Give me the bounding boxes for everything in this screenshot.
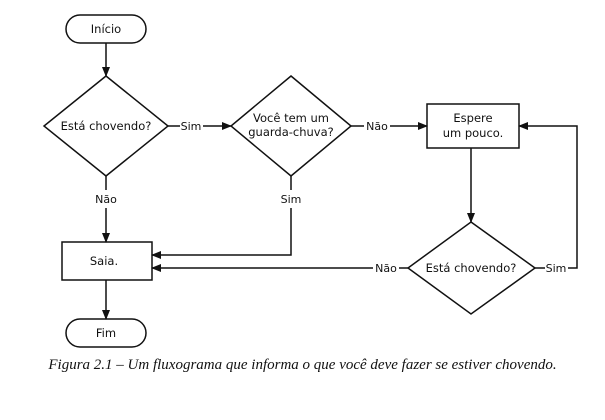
raining2-yes-label: Sim (546, 262, 567, 275)
wait-box-label-line2: um pouco. (443, 126, 504, 140)
raining1-no-label: Não (95, 193, 117, 206)
raining-decision-2-label: Está chovendo? (426, 261, 517, 275)
umbrella-decision-label-line1: Você tem um (253, 111, 329, 125)
end-label: Fim (96, 326, 116, 340)
start-label: Início (91, 22, 121, 36)
raining-decision-1-label: Está chovendo? (61, 119, 152, 133)
umbrella-decision-label-line2: guarda-chuva? (248, 125, 334, 139)
figure-caption: Figura 2.1 – Um fluxograma que informa o… (48, 357, 557, 373)
wait-box-label-line1: Espere (453, 111, 492, 125)
go-out-label: Saia. (90, 254, 118, 268)
raining2-no-label: Não (375, 262, 397, 275)
raining1-yes-label: Sim (181, 120, 202, 133)
arrow-raining2-yes-b (518, 122, 578, 269)
wait-box (426, 103, 520, 149)
go-out-box (61, 241, 153, 281)
raining-decision-2 (406, 221, 537, 315)
arrow-umbrella-yes-b (151, 208, 292, 259)
umbrella-yes-label: Sim (281, 193, 302, 206)
umbrella-no-label: Não (366, 120, 388, 133)
